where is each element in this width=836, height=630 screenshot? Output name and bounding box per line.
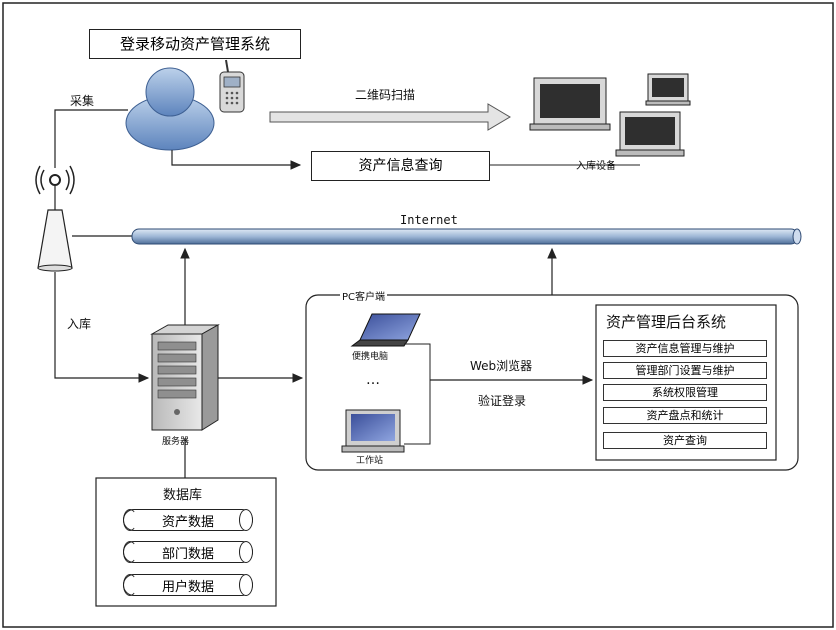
- login-title: 登录移动资产管理系统: [119, 35, 270, 53]
- backend-module: 管理部门设置与维护: [603, 362, 767, 379]
- asset-query-box: 资产信息查询: [311, 151, 490, 181]
- backend-title: 资产管理后台系统: [606, 313, 727, 331]
- database-item: 资产数据: [123, 509, 253, 531]
- pc-client-label: PC客户端: [340, 288, 388, 303]
- database-item: 用户数据: [123, 574, 253, 596]
- user-icon: [125, 67, 215, 151]
- mobile-phone-icon: [219, 59, 245, 113]
- backend-module: 资产信息管理与维护: [603, 340, 767, 357]
- database-item-label: 用户数据: [161, 579, 214, 595]
- storage-device-monitor-2: [645, 73, 691, 106]
- internet-label: Internet: [400, 213, 458, 227]
- database-item: 部门数据: [123, 541, 253, 563]
- pc-client-container: [305, 294, 799, 471]
- backend-module: 资产查询: [603, 432, 767, 449]
- asset-query-label: 资产信息查询: [358, 158, 443, 174]
- storage-device-monitor-3: [615, 111, 685, 157]
- collect-label: 采集: [70, 94, 95, 108]
- backend-module: 系统权限管理: [603, 384, 767, 401]
- login-title-box: 登录移动资产管理系统: [89, 29, 301, 59]
- server-label: 服务器: [162, 437, 190, 447]
- verify-login-label: 验证登录: [478, 394, 527, 408]
- database-item-label: 资产数据: [161, 514, 214, 530]
- storage-device-label: 入库设备: [576, 161, 616, 172]
- internet-backbone: [131, 228, 802, 245]
- laptop-label: 便携电脑: [352, 352, 389, 362]
- qr-scan-label: 二维码扫描: [355, 88, 416, 102]
- backend-module: 资产盘点和统计: [603, 407, 767, 424]
- client-ellipsis: …: [366, 372, 380, 388]
- web-browser-label: Web浏览器: [470, 359, 533, 373]
- antenna-icon: [35, 165, 75, 272]
- storage-device-monitor-1: [529, 77, 611, 131]
- database-item-label: 部门数据: [161, 546, 214, 562]
- qr-scan-arrow: [269, 103, 511, 131]
- laptop-icon: [350, 313, 421, 347]
- database-title: 数据库: [163, 488, 203, 503]
- workstation-label: 工作站: [356, 456, 384, 466]
- workstation-icon: [341, 409, 405, 453]
- collect-line: [54, 109, 128, 168]
- storage-in-label: 入库: [67, 317, 92, 331]
- server-icon: [150, 324, 220, 431]
